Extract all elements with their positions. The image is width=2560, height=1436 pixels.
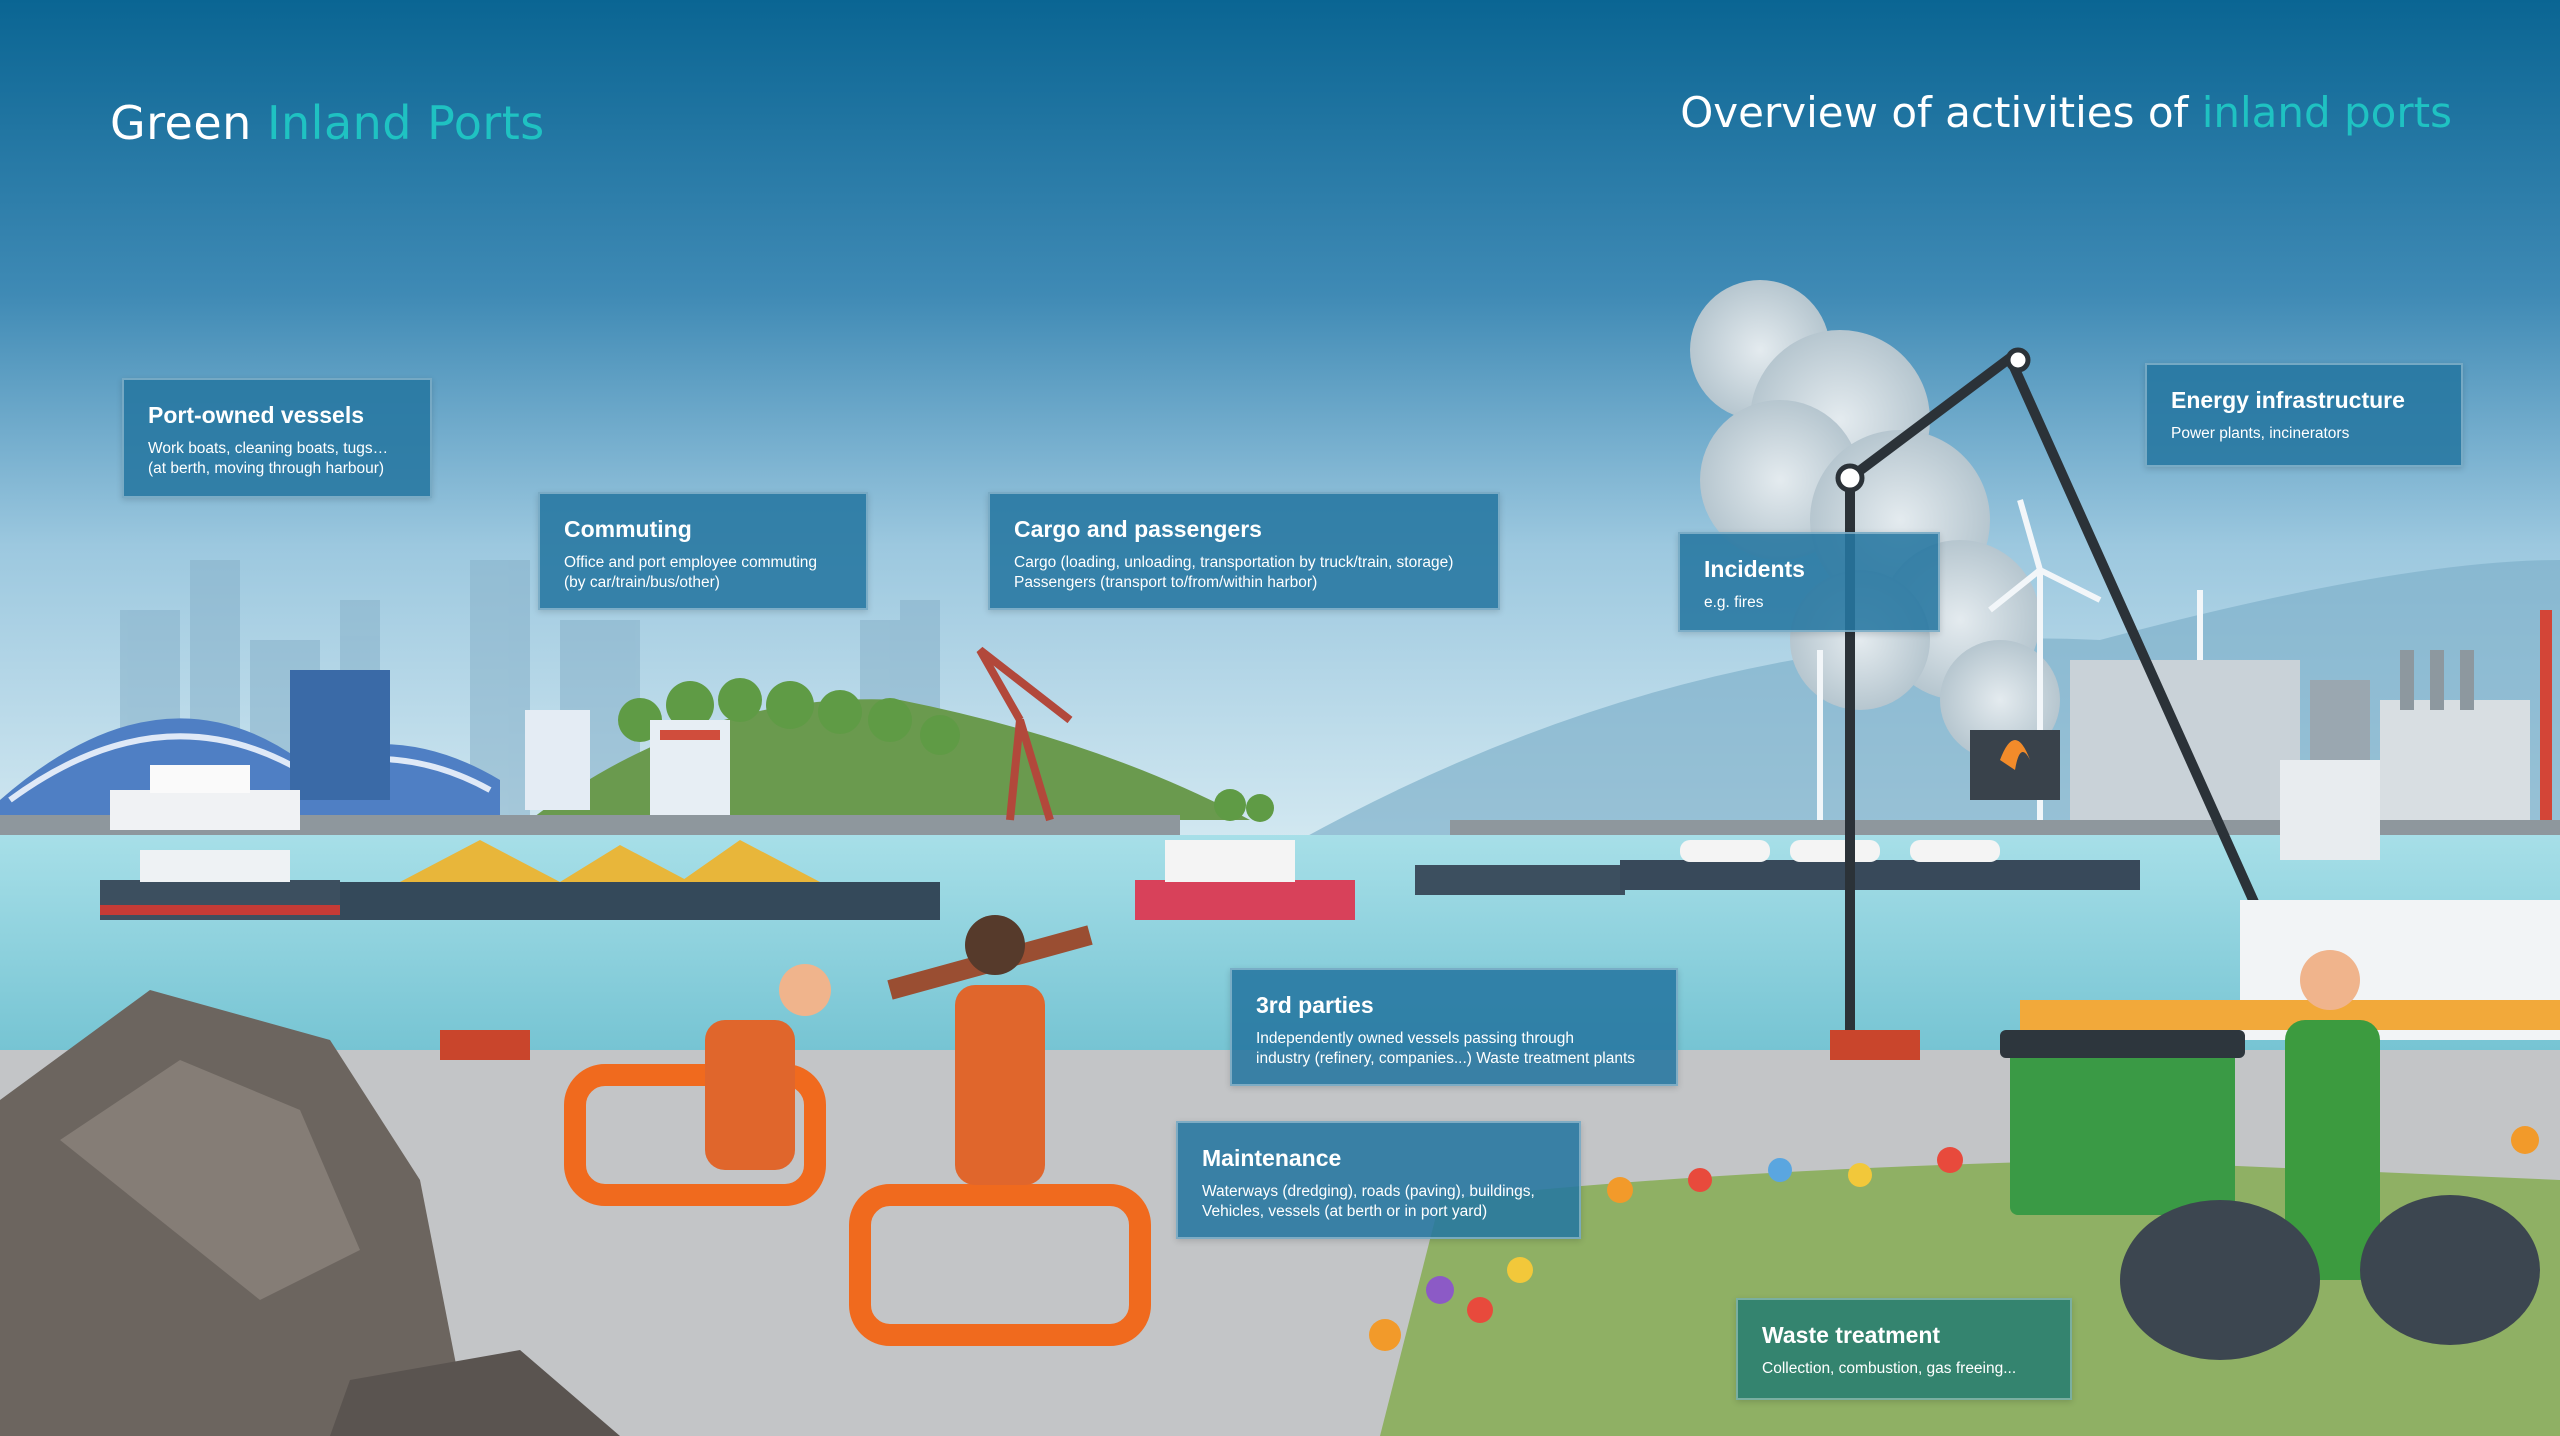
page-title-accent: inland ports xyxy=(2201,88,2452,137)
label-title: Incidents xyxy=(1704,556,1805,582)
rocks xyxy=(0,990,620,1436)
logo-wordmark: Green Inland Ports xyxy=(110,96,545,150)
label-incidents: Incidents e.g. fires xyxy=(1678,532,1940,632)
flowers xyxy=(1369,1126,2539,1351)
label-title: Commuting xyxy=(564,516,692,542)
smoke-cloud xyxy=(1690,280,2060,760)
page-title: Overview of activities of inland ports xyxy=(1680,88,2452,137)
label-title: Port-owned vessels xyxy=(148,402,365,428)
label-description: Independently owned vessels passing thro… xyxy=(1256,1030,1636,1067)
green-inland-ports-logo: Green Inland Ports xyxy=(110,88,545,158)
trash-bags xyxy=(2120,1195,2540,1360)
label-description: Cargo (loading, unloading, transportatio… xyxy=(1014,554,1454,591)
label-title: Maintenance xyxy=(1202,1145,1342,1171)
label-maintenance: Maintenance Waterways (dredging), roads … xyxy=(1176,1121,1581,1239)
label-commuting: Commuting Office and port employee commu… xyxy=(538,492,868,610)
refinery xyxy=(1970,610,2552,830)
page-title-main: Overview of activities of xyxy=(1680,88,2202,137)
label-description: Collection, combustion, gas freeing... xyxy=(1762,1360,2017,1377)
ferry xyxy=(110,765,300,830)
label-description: Power plants, incinerators xyxy=(2171,425,2350,442)
passenger-boat xyxy=(1135,840,1355,920)
tanker-barge xyxy=(1415,840,2140,895)
label-description: Waterways (dredging), roads (paving), bu… xyxy=(1202,1183,1535,1220)
tug-boat-left xyxy=(100,850,340,920)
road-barriers xyxy=(564,1064,1151,1346)
recycling-bin xyxy=(2000,1030,2245,1215)
worker-shoveling xyxy=(705,964,831,1170)
bollards xyxy=(440,1030,1920,1060)
label-description: Office and port employee commuting (by c… xyxy=(564,554,818,591)
worker-carrying-beam xyxy=(887,915,1093,1185)
label-port-owned-vessels: Port-owned vessels Work boats, cleaning … xyxy=(122,378,432,498)
worker-green xyxy=(2285,950,2380,1280)
label-title: Cargo and passengers xyxy=(1014,516,1262,542)
label-title: Energy infrastructure xyxy=(2171,387,2405,413)
sand-barge xyxy=(340,840,940,920)
label-title: Waste treatment xyxy=(1762,1322,1941,1348)
label-cargo-and-passengers: Cargo and passengers Cargo (loading, unl… xyxy=(988,492,1500,610)
label-energy-infrastructure: Energy infrastructure Power plants, inci… xyxy=(2145,363,2463,467)
label-description: Work boats, cleaning boats, tugs… (at be… xyxy=(148,440,389,477)
logo-word-green: Green xyxy=(110,96,252,150)
trees xyxy=(618,678,1274,822)
cargo-crane xyxy=(976,646,1073,822)
logo-word-inland-ports: Inland Ports xyxy=(266,96,545,150)
label-description: e.g. fires xyxy=(1704,594,1764,611)
dredging-vessel xyxy=(2020,760,2560,1040)
label-waste-treatment: Waste treatment Collection, combustion, … xyxy=(1736,1298,2072,1400)
label-title: 3rd parties xyxy=(1256,992,1374,1018)
label-3rd-parties: 3rd parties Independently owned vessels … xyxy=(1230,968,1678,1086)
